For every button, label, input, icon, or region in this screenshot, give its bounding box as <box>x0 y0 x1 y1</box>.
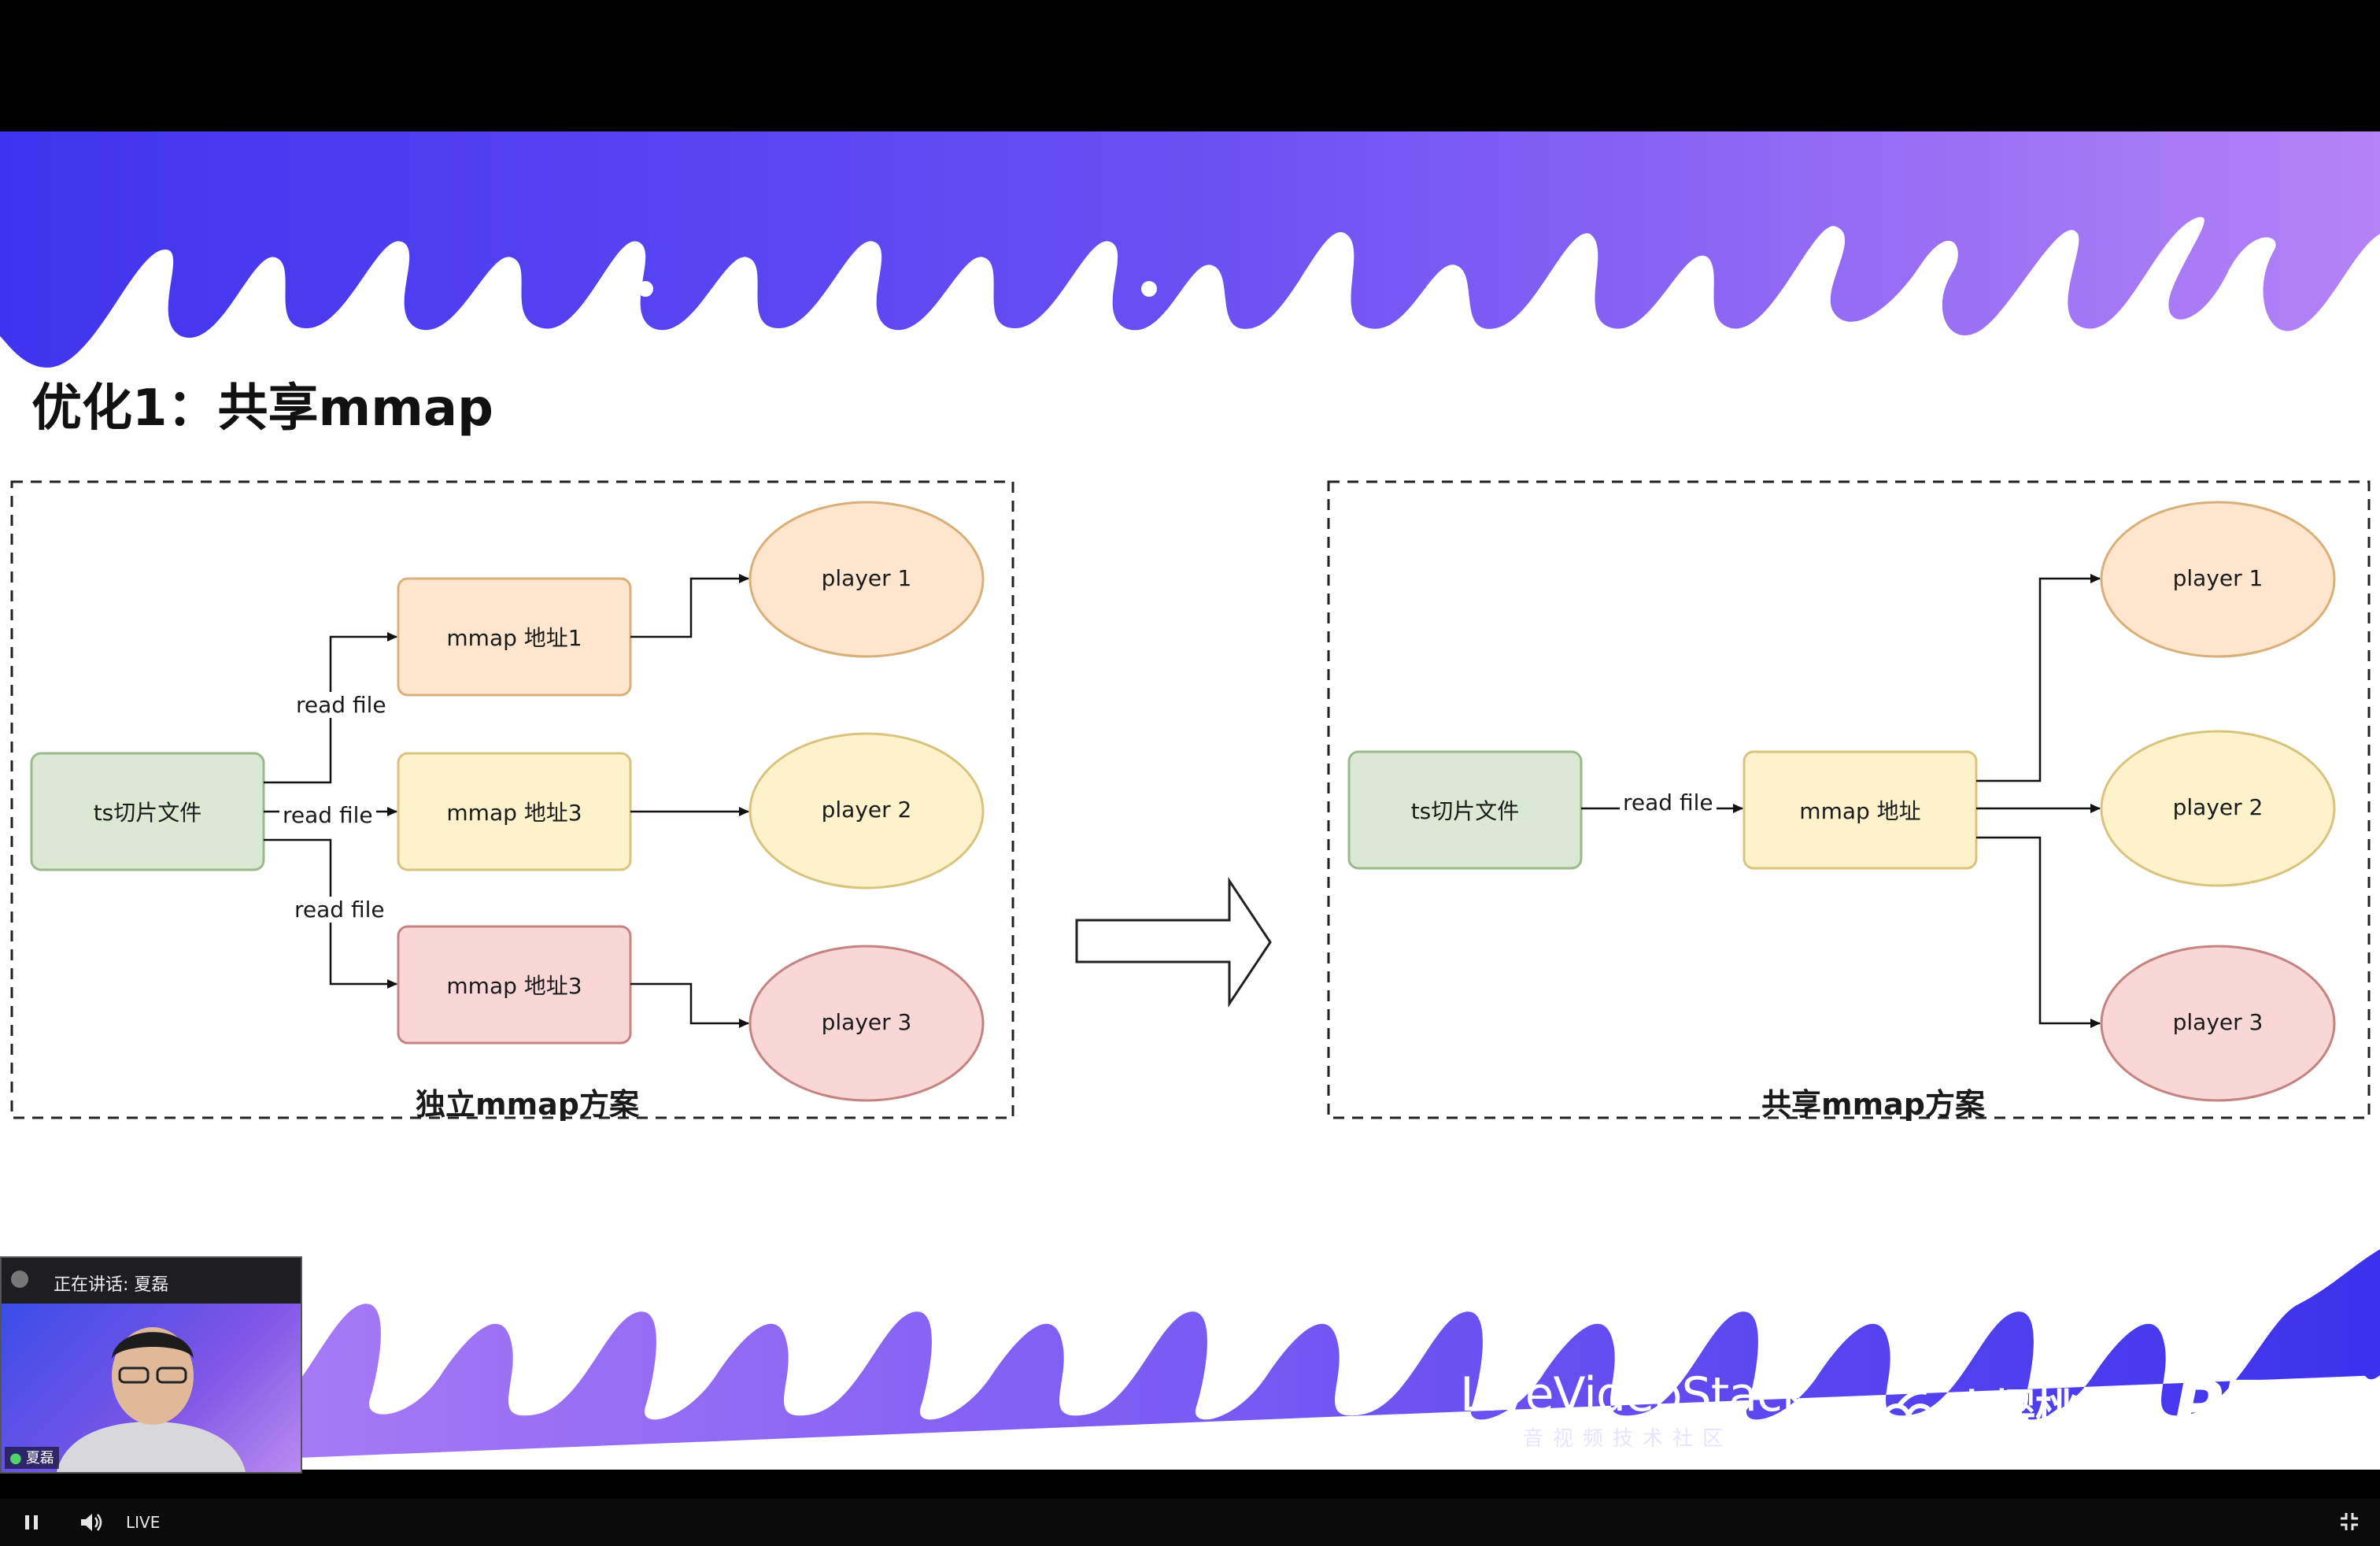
bottom-wave-decoration <box>0 1249 2380 1470</box>
player-control-bar: LIVE <box>0 1499 2380 1546</box>
left-mmap-label-3: mmap 地址3 <box>446 973 582 999</box>
top-wave-decoration <box>0 131 2380 368</box>
right-player-label-1: player 1 <box>2172 565 2264 591</box>
transition-arrow <box>1075 877 1272 1008</box>
right-edge-mmap-player3 <box>1976 836 2101 1028</box>
left-source-label: ts切片文件 <box>93 800 202 826</box>
slide-title: 优化1：共享mmap <box>31 379 493 438</box>
right-source-node <box>1347 750 1583 870</box>
left-player-node-2 <box>748 732 985 890</box>
exit-fullscreen-icon[interactable] <box>2339 1511 2360 1535</box>
left-player-label-1: player 1 <box>821 565 912 591</box>
left-mmap-label-1: mmap 地址1 <box>446 625 582 651</box>
xiaoyingtao-subtitle: XIAOYINGTAO <box>1958 1427 2096 1442</box>
left-edge-label-3: read file <box>291 897 388 923</box>
xiaoyingtao-logo: 小樱桃 <box>1950 1385 2078 1435</box>
right-edge-mmap-player1 <box>1976 574 2101 782</box>
right-player-label-3: player 3 <box>2172 1009 2264 1035</box>
livevideostack-logo: LiveVideoStack <box>1460 1367 1809 1422</box>
left-mmap-label-2: mmap 地址3 <box>446 800 582 826</box>
livevideostack-subtitle: 音视频技术社区 <box>1523 1427 1733 1451</box>
presenter-camera-feed <box>2 1304 301 1472</box>
slide: 优化1：共享mmap <box>0 131 2380 1470</box>
presenter-figure <box>57 1327 246 1472</box>
speaking-indicator: 正在讲话: 夏磊 <box>54 1275 169 1295</box>
left-player-label-3: player 3 <box>821 1009 912 1035</box>
volume-icon[interactable] <box>79 1511 104 1537</box>
left-edge-mmap1-player1 <box>630 574 749 638</box>
left-player-node-1 <box>748 501 985 658</box>
cherry-icon <box>1883 1388 1938 1438</box>
right-player-node-3 <box>2100 945 2336 1102</box>
left-player-label-2: player 2 <box>821 797 912 823</box>
left-diagram-frame <box>10 480 1014 1119</box>
live-indicator: LIVE <box>126 1513 161 1532</box>
microphone-icon: ● <box>9 1450 22 1466</box>
right-diagram-frame <box>1327 480 2371 1119</box>
right-diagram-caption: 共享mmap方案 <box>1761 1087 1986 1122</box>
presenter-avatar <box>11 1270 28 1288</box>
presenter-header: 正在讲话: 夏磊 <box>2 1258 301 1304</box>
left-diagram-caption: 独立mmap方案 <box>415 1087 640 1122</box>
presenter-name: 夏磊 <box>25 1450 54 1466</box>
presenter-video[interactable]: 正在讲话: 夏磊 ● 夏磊 <box>0 1256 302 1474</box>
left-edge-mmap3-player3 <box>630 982 749 1028</box>
pause-icon[interactable] <box>22 1513 41 1535</box>
right-player-node-1 <box>2100 501 2336 658</box>
presenter-name-tag: ● 夏磊 <box>5 1447 59 1469</box>
rts-logo: RTS <box>2172 1366 2326 1450</box>
diagram-canvas <box>10 480 2371 1119</box>
left-edge-label-1: read file <box>293 692 390 718</box>
brand-separator-1: × <box>1832 1393 1859 1429</box>
right-source-label: ts切片文件 <box>1410 798 1520 824</box>
right-edge-label: read file <box>1620 790 1717 816</box>
left-player-node-3 <box>748 945 985 1102</box>
right-player-label-2: player 2 <box>2172 794 2264 820</box>
right-player-node-2 <box>2100 730 2336 887</box>
right-mmap-label: mmap 地址 <box>1799 798 1921 824</box>
brand-separator-2: × <box>2125 1393 2152 1429</box>
right-mmap-node <box>1743 750 1978 870</box>
left-edge-label-2: read file <box>279 802 376 828</box>
